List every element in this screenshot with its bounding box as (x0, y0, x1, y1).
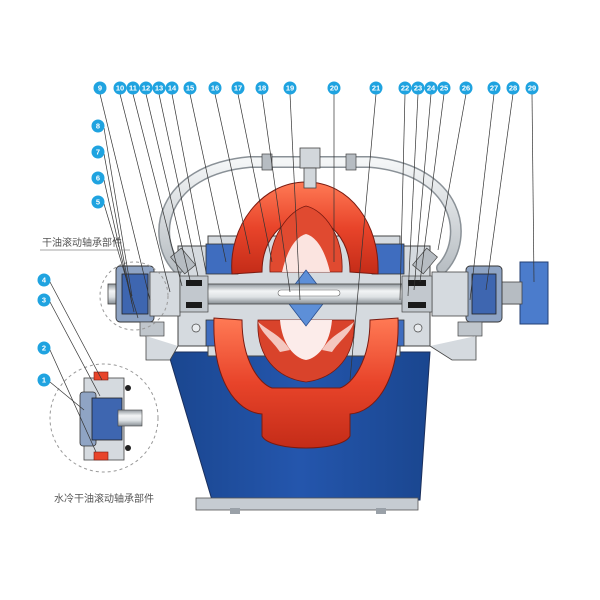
leader-27 (469, 93, 495, 301)
callout-badge-26-label: 26 (462, 84, 470, 93)
callout-badge-20-label: 20 (330, 84, 338, 93)
caption-dry-oil-bearing: 干油滚动轴承部件 (42, 236, 122, 249)
leader-23 (407, 93, 419, 297)
callout-badge-8: 8 (91, 119, 105, 133)
callout-badge-23: 23 (411, 81, 425, 95)
leader-15 (189, 93, 227, 263)
callout-badge-2-label: 2 (42, 344, 46, 353)
leader-22 (399, 93, 406, 301)
leader-6 (103, 179, 135, 313)
callout-badge-11: 11 (126, 81, 140, 95)
callout-badge-6: 6 (91, 171, 105, 185)
callout-badge-8-label: 8 (96, 122, 100, 131)
leader-12 (145, 93, 191, 281)
leader-19 (289, 93, 301, 301)
callout-badge-10: 10 (113, 81, 127, 95)
callout-badge-22-label: 22 (401, 84, 409, 93)
caption-water-cooled-bearing: 水冷干油滚动轴承部件 (54, 492, 154, 505)
leader-14 (171, 93, 207, 273)
callout-badge-25: 25 (437, 81, 451, 95)
callout-badge-21-label: 21 (372, 84, 380, 93)
leader-11 (132, 93, 183, 287)
callout-badge-14: 14 (165, 81, 179, 95)
callout-badge-6-label: 6 (96, 174, 100, 183)
leader-8 (103, 127, 133, 297)
callout-badge-3-label: 3 (42, 296, 46, 305)
callout-badge-18: 18 (255, 81, 269, 95)
callout-badge-22: 22 (398, 81, 412, 95)
callout-badge-4-label: 4 (42, 276, 47, 285)
leader-28 (485, 93, 514, 291)
seal-glands (179, 275, 433, 333)
callout-badge-16: 16 (208, 81, 222, 95)
leader-4 (49, 281, 103, 381)
callout-badge-1-label: 1 (42, 376, 46, 385)
leader-25 (419, 93, 445, 283)
callout-badge-11-label: 11 (129, 84, 137, 93)
leader-9 (99, 93, 151, 301)
callout-badge-7-label: 7 (96, 148, 100, 157)
leader-18 (261, 93, 291, 293)
leader-13 (158, 93, 199, 277)
callout-badge-17: 17 (231, 81, 245, 95)
callout-badge-5-label: 5 (96, 198, 100, 207)
callout-leaders (49, 93, 535, 453)
impeller-volute (213, 181, 399, 449)
leader-21 (349, 93, 377, 381)
leader-3 (49, 301, 101, 397)
callout-badge-14-label: 14 (168, 84, 177, 93)
callout-badge-9: 9 (93, 81, 107, 95)
leader-17 (237, 93, 273, 263)
callout-badge-23-label: 23 (414, 84, 422, 93)
callout-badge-19-label: 19 (286, 84, 294, 93)
coupling (499, 261, 549, 325)
callout-badge-28: 28 (506, 81, 520, 95)
callout-badge-10-label: 10 (116, 84, 124, 93)
callout-badge-16-label: 16 (211, 84, 219, 93)
callout-badge-1: 1 (37, 373, 51, 387)
callout-badge-21: 21 (369, 81, 383, 95)
callout-badge-25-label: 25 (440, 84, 448, 93)
callout-badge-20: 20 (327, 81, 341, 95)
callout-badge-13-label: 13 (155, 84, 163, 93)
leader-26 (437, 93, 467, 251)
callout-badge-27: 27 (487, 81, 501, 95)
leader-10 (119, 93, 171, 293)
callout-badge-2: 2 (37, 341, 51, 355)
leader-1 (49, 381, 85, 411)
callout-badge-27-label: 27 (490, 84, 498, 93)
callout-badge-7: 7 (91, 145, 105, 159)
leader-16 (214, 93, 251, 255)
water-cooled-bearing-inset (49, 363, 159, 473)
callout-badge-19: 19 (283, 81, 297, 95)
callout-badge-18-label: 18 (258, 84, 266, 93)
callout-badge-4: 4 (37, 273, 51, 287)
callout-badge-3: 3 (37, 293, 51, 307)
callout-badge-15-label: 15 (186, 84, 194, 93)
callout-badge-24: 24 (424, 81, 438, 95)
balance-pipe (158, 147, 462, 275)
callout-badge-5: 5 (91, 195, 105, 209)
callout-badge-29-label: 29 (528, 84, 536, 93)
leader-24 (413, 93, 432, 291)
detail-circle-upper (99, 261, 169, 331)
right-bearing-housing (429, 265, 503, 361)
callout-badge-12-label: 12 (142, 84, 150, 93)
callout-badge-15: 15 (183, 81, 197, 95)
callout-badge-9-label: 9 (98, 84, 102, 93)
leader-5 (103, 203, 139, 319)
callout-badge-26: 26 (459, 81, 473, 95)
callout-badge-24-label: 24 (427, 84, 436, 93)
callout-badge-12: 12 (139, 81, 153, 95)
leader-7 (103, 153, 133, 305)
callout-badge-17-label: 17 (234, 84, 242, 93)
leader-29 (531, 93, 535, 283)
left-bearing-housing (115, 265, 181, 361)
callout-badge-29: 29 (525, 81, 539, 95)
callout-badge-28-label: 28 (509, 84, 517, 93)
callout-badge-13: 13 (152, 81, 166, 95)
